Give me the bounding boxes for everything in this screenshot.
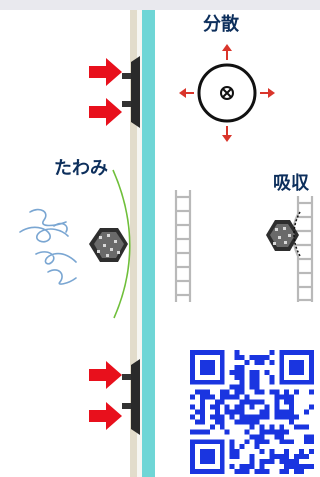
red-push-arrow-icon bbox=[89, 98, 122, 126]
ladder-icon bbox=[291, 196, 314, 302]
wall-layer bbox=[130, 10, 137, 477]
impact-squiggle-icon bbox=[19, 208, 77, 285]
top-strip bbox=[0, 0, 320, 10]
top-clamp bbox=[122, 56, 140, 128]
label-deflect: たわみ bbox=[54, 158, 108, 179]
debris-ball-icon bbox=[266, 220, 299, 251]
ladder-icon bbox=[174, 190, 192, 302]
dispersion-circle-icon bbox=[179, 44, 275, 142]
qr-code-icon[interactable] bbox=[190, 350, 314, 474]
label-absorb: 吸収 bbox=[273, 173, 309, 194]
red-push-arrow-icon bbox=[89, 58, 122, 86]
debris-ball-icon bbox=[89, 228, 128, 262]
glass-panel bbox=[142, 10, 155, 477]
red-push-arrow-icon bbox=[89, 402, 122, 430]
bottom-clamp bbox=[122, 359, 140, 435]
deflection-curve bbox=[112, 169, 131, 319]
label-disperse: 分散 bbox=[203, 14, 239, 35]
interlayer bbox=[137, 10, 142, 477]
red-push-arrow-icon bbox=[89, 361, 122, 389]
